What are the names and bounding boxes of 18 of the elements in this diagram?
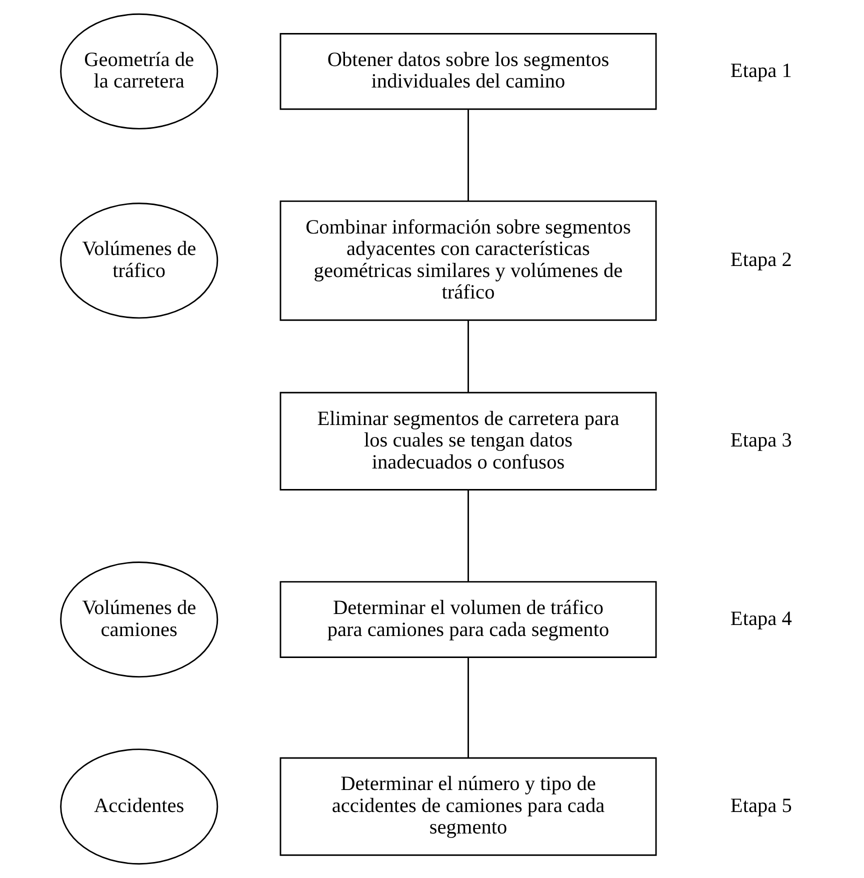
node-label: Etapa 3 xyxy=(730,430,792,452)
node-box: Combinar información sobre segmentos adyacentes con características geométricas similares y volúmenes de tráfico xyxy=(280,200,657,321)
node-label: Etapa 5 xyxy=(730,794,792,817)
connector xyxy=(468,490,469,582)
connector xyxy=(468,657,469,758)
node-box: Obtener datos sobre los segmentos individuales del camino xyxy=(280,33,657,110)
node-label: Etapa 1 xyxy=(730,60,792,82)
node-ellipse: Volúmenes de camiones xyxy=(60,562,218,678)
node-label: Etapa 2 xyxy=(730,249,792,272)
node-box: Determinar el volumen de tráfico para camiones para cada segmento xyxy=(280,581,657,658)
connector xyxy=(468,320,469,392)
node-ellipse: Volúmenes de tráfico xyxy=(60,202,218,319)
node-box: Determinar el número y tipo de accidentes de camiones para cada segmento xyxy=(280,757,657,856)
node-ellipse: Geometría de la carretera xyxy=(60,13,218,130)
node-ellipse: Accidentes xyxy=(60,748,218,865)
connector xyxy=(468,109,469,201)
node-label: Etapa 4 xyxy=(730,608,792,630)
node-box: Eliminar segmentos de carretera para los cuales se tengan datos inadecuados o confusos xyxy=(280,392,657,490)
